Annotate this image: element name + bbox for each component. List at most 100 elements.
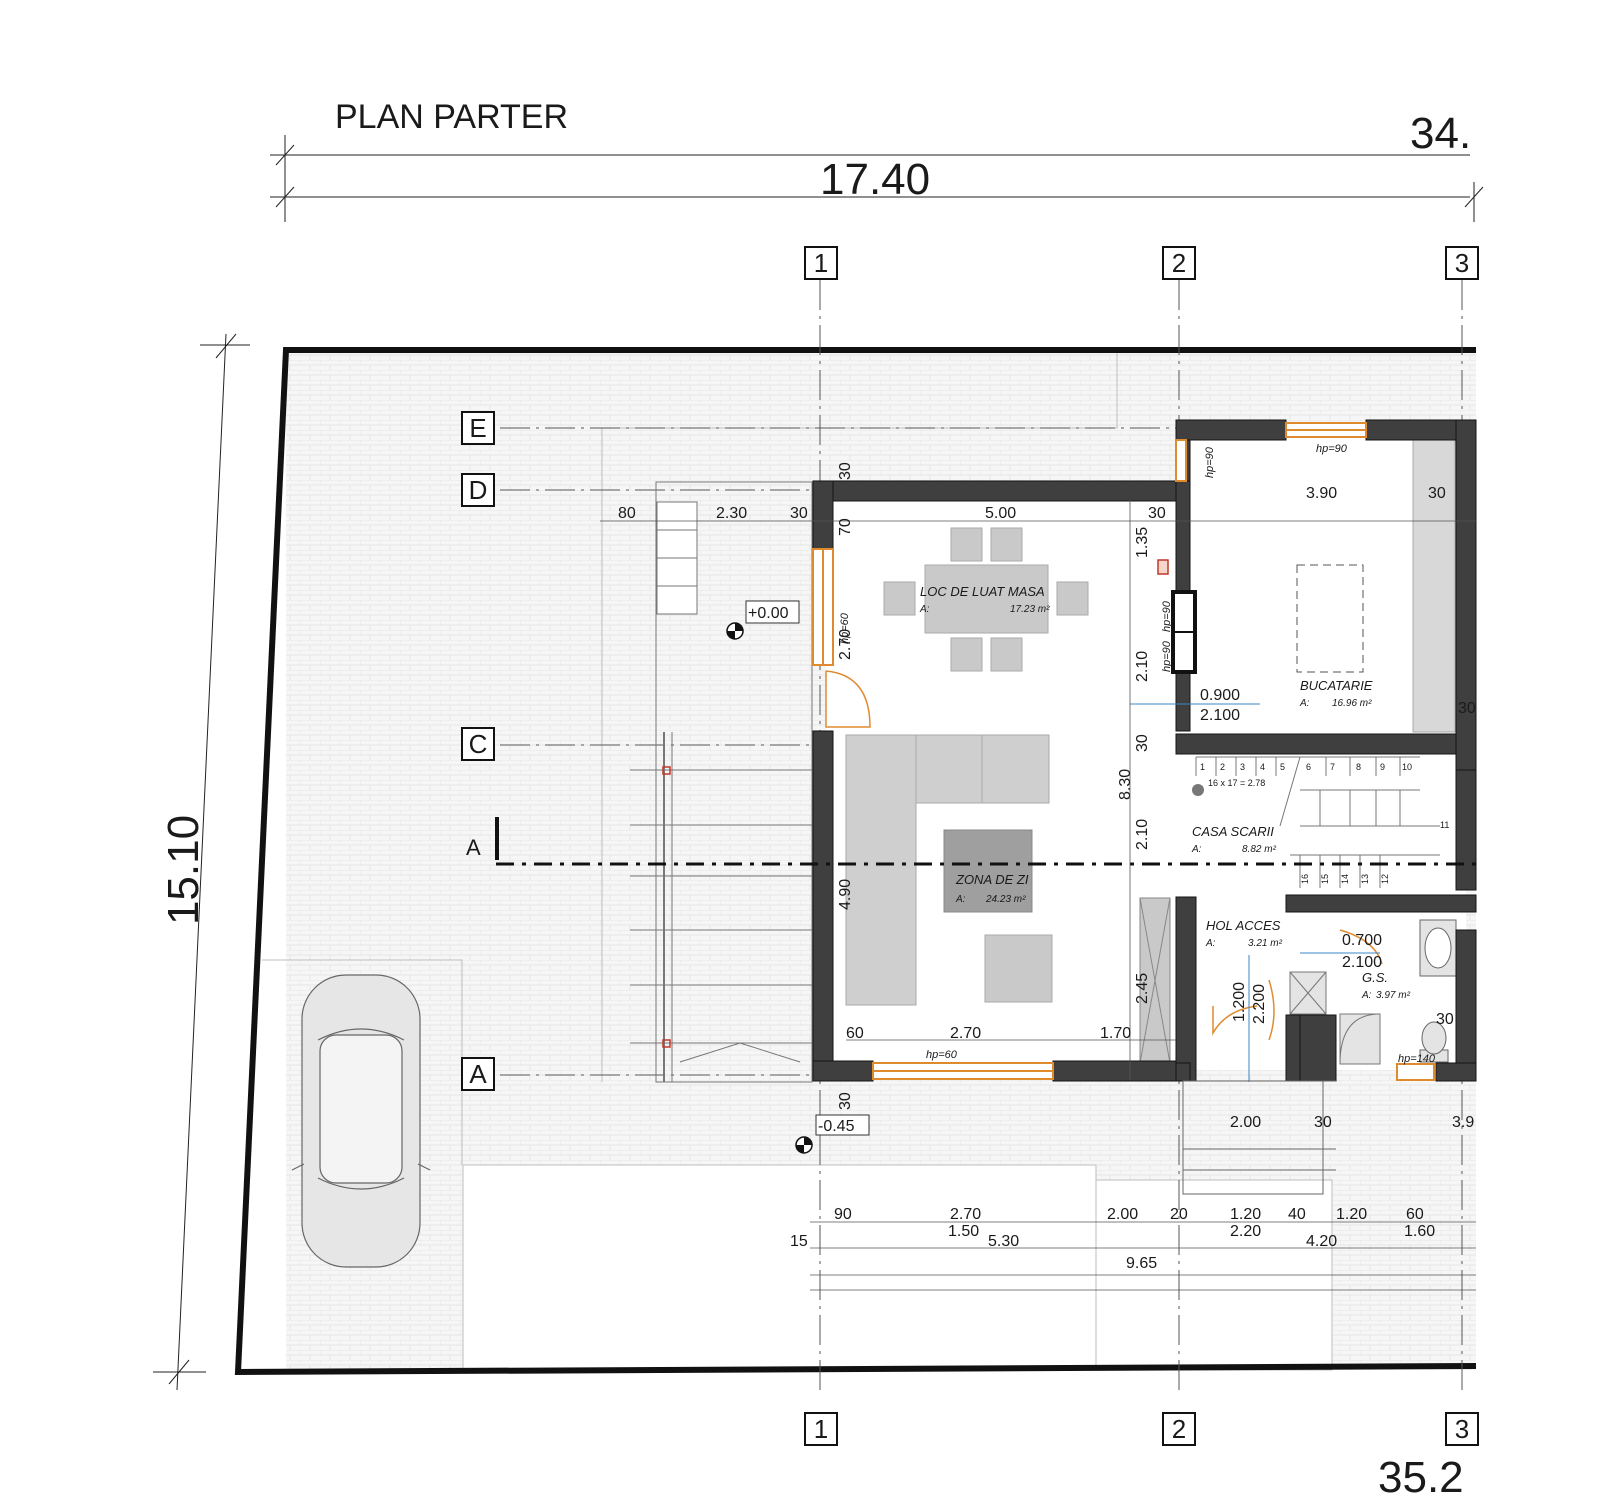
svg-text:2.100: 2.100 — [1342, 954, 1382, 971]
kitchen-island — [1296, 564, 1364, 673]
svg-text:13: 13 — [1360, 874, 1370, 884]
svg-text:hp=90: hp=90 — [1204, 446, 1216, 478]
svg-text:30: 30 — [837, 462, 854, 480]
svg-text:90: 90 — [834, 1206, 852, 1223]
grid-column-3-top: 3 — [1445, 246, 1479, 280]
svg-text:HOL ACCES: HOL ACCES — [1206, 918, 1281, 933]
window-sill-heights: hp=90 hp=90 hp=60 hp=90 hp=90 hp=60 hp=1… — [839, 443, 1436, 1065]
grid-row-A: A — [461, 1057, 495, 1091]
svg-text:9: 9 — [1380, 762, 1385, 772]
room-stair-hall: CASA SCARII A: 8.82 m² — [1191, 824, 1277, 855]
washbasin-icon — [1419, 919, 1457, 977]
svg-text:8.30: 8.30 — [1117, 769, 1134, 800]
svg-text:11: 11 — [1440, 820, 1449, 830]
door-size-leaders — [1130, 703, 1380, 1082]
svg-text:8: 8 — [1356, 762, 1361, 772]
svg-text:15: 15 — [790, 1233, 808, 1250]
svg-text:BUCATARIE: BUCATARIE — [1300, 678, 1373, 693]
svg-text:A:: A: — [955, 894, 966, 905]
toilet-icon — [1419, 1021, 1449, 1063]
room-living: ZONA DE ZI A: 24.23 m² — [955, 872, 1029, 905]
svg-text:-0.45: -0.45 — [818, 1118, 855, 1135]
grid-column-1-top: 1 — [804, 246, 838, 280]
svg-text:hp=90: hp=90 — [1316, 443, 1348, 455]
stair-step-numbers: 1 2 3 4 5 6 7 8 9 10 11 16 15 14 13 12 — [1200, 762, 1449, 884]
svg-text:hp=60: hp=60 — [926, 1049, 958, 1061]
svg-text:4.90: 4.90 — [837, 879, 854, 910]
svg-text:14: 14 — [1340, 874, 1350, 884]
svg-text:+0.00: +0.00 — [748, 605, 789, 622]
windows — [812, 422, 1435, 1081]
svg-text:2: 2 — [1220, 762, 1225, 772]
svg-text:2: 2 — [1172, 1414, 1186, 1444]
doors — [825, 670, 1383, 1041]
svg-text:LOC DE LUAT MASA: LOC DE LUAT MASA — [920, 584, 1045, 599]
svg-text:70: 70 — [837, 518, 854, 536]
svg-text:1.60: 1.60 — [1404, 1223, 1435, 1240]
sheet-title: PLAN PARTER — [335, 98, 568, 136]
svg-text:3.9: 3.9 — [1452, 1114, 1474, 1131]
svg-text:G.S.: G.S. — [1362, 970, 1388, 985]
svg-text:7: 7 — [1330, 762, 1335, 772]
bottom-dimension-chain-2: 15 1.50 5.30 2.20 4.20 1.60 — [790, 1223, 1435, 1250]
column-marker — [662, 766, 671, 775]
svg-text:hp=140: hp=140 — [1398, 1053, 1436, 1065]
site-depth-label: 15.10 — [159, 815, 208, 925]
column-marker — [662, 1039, 671, 1048]
grid-column-1-bottom: 1 — [804, 1412, 838, 1446]
svg-text:8.82 m²: 8.82 m² — [1242, 844, 1277, 855]
svg-text:3.97 m²: 3.97 m² — [1376, 990, 1411, 1001]
svg-text:1.20: 1.20 — [1230, 1206, 1261, 1223]
svg-text:1.200: 1.200 — [1231, 982, 1248, 1022]
svg-text:2.00: 2.00 — [1107, 1206, 1138, 1223]
svg-text:17.23 m²: 17.23 m² — [1010, 604, 1050, 615]
svg-text:1.50: 1.50 — [948, 1223, 979, 1240]
svg-text:A:: A: — [1191, 844, 1202, 855]
grid-row-D: D — [461, 473, 495, 507]
stair-formula: 16 x 17 = 2.78 — [1208, 778, 1265, 788]
svg-text:16.96 m²: 16.96 m² — [1332, 698, 1372, 709]
kitchen-counter — [1412, 439, 1456, 733]
svg-text:1.70: 1.70 — [1100, 1025, 1131, 1042]
svg-text:60: 60 — [846, 1025, 864, 1042]
svg-text:5.00: 5.00 — [985, 505, 1016, 522]
svg-text:20: 20 — [1170, 1206, 1188, 1223]
car-icon — [291, 974, 431, 1268]
svg-text:4.20: 4.20 — [1306, 1233, 1337, 1250]
svg-text:1: 1 — [814, 1414, 828, 1444]
svg-text:2.20: 2.20 — [1230, 1223, 1261, 1240]
svg-text:30: 30 — [1436, 1011, 1454, 1028]
svg-text:24.23 m²: 24.23 m² — [985, 894, 1026, 905]
lot-boundary — [234, 347, 1477, 1376]
svg-text:0.700: 0.700 — [1342, 932, 1382, 949]
svg-text:60: 60 — [1406, 1206, 1424, 1223]
chimney — [1171, 590, 1197, 674]
overall-dimension-top — [270, 135, 1484, 222]
svg-text:3: 3 — [1455, 248, 1469, 278]
vertical-dimensions: 30 70 1.35 2.70 2.10 30 8.30 2.10 4.90 2… — [837, 462, 1476, 1110]
svg-text:ZONA DE ZI: ZONA DE ZI — [955, 872, 1029, 887]
internal-dimension-lines — [600, 500, 1476, 1291]
svg-text:4: 4 — [1260, 762, 1265, 772]
svg-text:1: 1 — [1200, 762, 1205, 772]
door-size-labels: 0.900 2.100 0.700 2.100 1.200 2.200 — [1200, 687, 1382, 1024]
room-dining: LOC DE LUAT MASA A: 17.23 m² — [919, 584, 1050, 615]
svg-text:5.30: 5.30 — [988, 1233, 1019, 1250]
svg-text:15: 15 — [1320, 874, 1330, 884]
svg-text:2.00: 2.00 — [1230, 1114, 1261, 1131]
grid-row-C: C — [461, 727, 495, 761]
room-kitchen: BUCATARIE A: 16.96 m² — [1299, 678, 1373, 709]
svg-text:2.10: 2.10 — [1134, 819, 1151, 850]
svg-text:2.45: 2.45 — [1134, 973, 1151, 1004]
svg-text:2.30: 2.30 — [716, 505, 747, 522]
svg-text:30: 30 — [1148, 505, 1166, 522]
inner-bottom-dimensions: 60 2.70 1.70 2.00 30 3.9 — [846, 1025, 1474, 1131]
svg-text:5: 5 — [1280, 762, 1285, 772]
overall-width-cut-label: 34. — [1410, 109, 1471, 158]
svg-text:16: 16 — [1300, 874, 1310, 884]
bottom-dimension-chain-3: 9.65 — [1126, 1255, 1157, 1272]
svg-text:10: 10 — [1402, 762, 1412, 772]
section-line-A — [495, 817, 1476, 866]
svg-text:12: 12 — [1380, 874, 1390, 884]
